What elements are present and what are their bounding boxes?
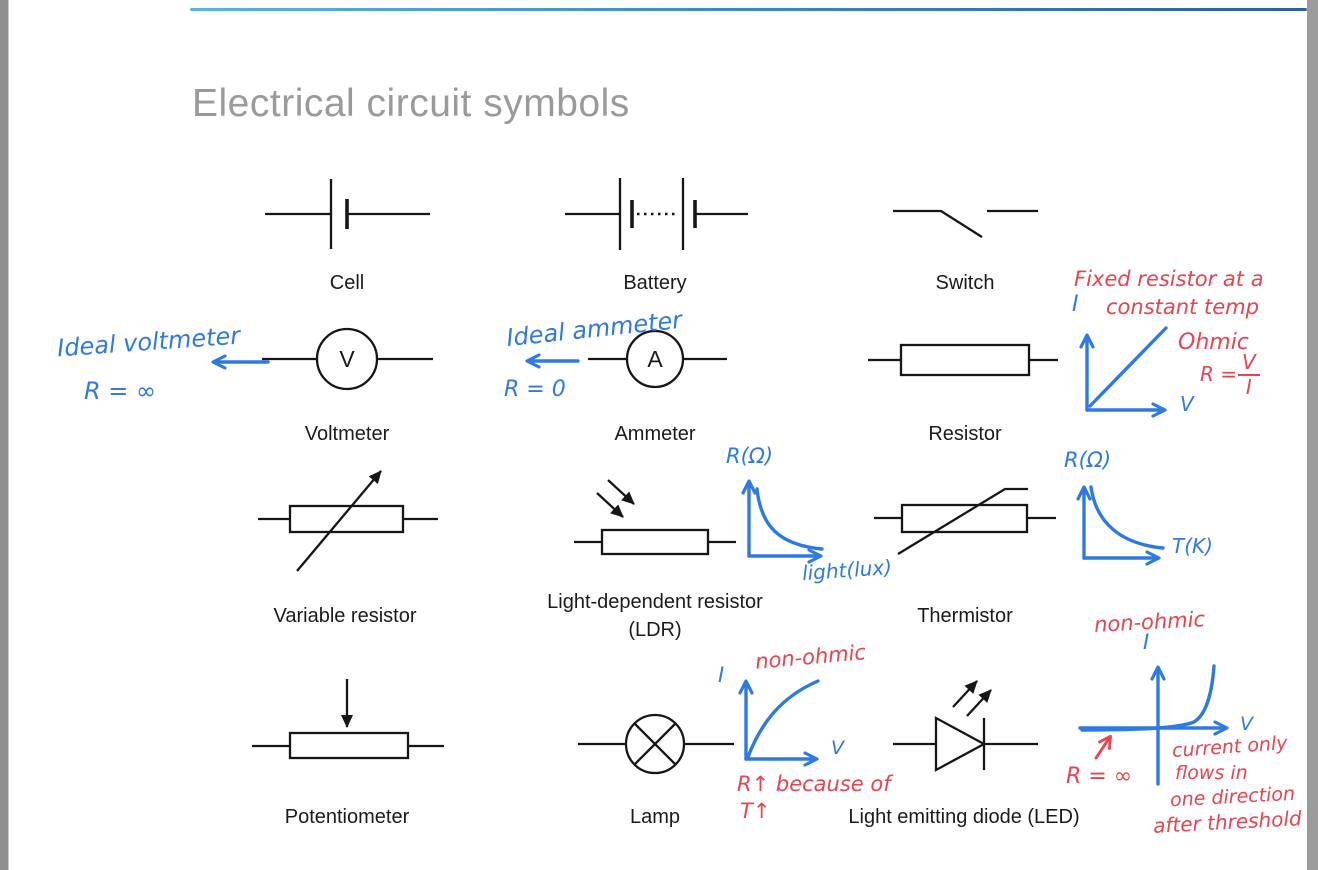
- led-graph-xlabel: V: [1240, 713, 1253, 735]
- left-window-edge: [0, 0, 9, 870]
- resistor-label: Resistor: [928, 423, 1002, 445]
- ohmic-formula-denominator: I: [1245, 375, 1252, 399]
- led-note-resistance: R = ∞: [1066, 764, 1133, 789]
- thermistor-graph-sketch: [1076, 485, 1165, 566]
- ldr-label: Light-dependent resistor: [547, 591, 763, 613]
- lamp-label: Lamp: [629, 806, 681, 828]
- thermistor-label: Thermistor: [917, 605, 1013, 627]
- switch-label: Switch: [935, 272, 995, 294]
- led-label: Light emitting diode (LED): [848, 806, 1080, 828]
- led-graph-ylabel: I: [1143, 630, 1150, 654]
- ohmic-graph-sketch: [1079, 326, 1168, 418]
- ohmic-formula-fraction: V I: [1238, 352, 1260, 398]
- voltmeter-letter: V: [339, 346, 355, 372]
- ohmic-note: Ohmic: [1178, 330, 1249, 355]
- ldr-symbol-icon: [574, 479, 736, 556]
- switch-symbol-icon: [893, 209, 1038, 238]
- ohmic-graph-xlabel: V: [1180, 392, 1194, 416]
- led-graph-sketch: [1078, 664, 1229, 786]
- ammeter-note-line2: R = 0: [504, 377, 566, 402]
- ohmic-note-title2: constant temp: [1106, 295, 1259, 319]
- slide-accent-line: [190, 8, 1307, 11]
- ohmic-note-title1: Fixed resistor at a: [1074, 267, 1264, 291]
- ohmic-graph-ylabel: I: [1072, 292, 1079, 317]
- lamp-symbol-icon: [578, 713, 734, 775]
- lamp-note-bottom1: R↑ because of: [737, 772, 891, 796]
- variable-resistor-label: Variable resistor: [273, 605, 417, 627]
- lamp-graph-ylabel: I: [718, 663, 725, 687]
- led-note-line2: flows in: [1175, 762, 1248, 784]
- ohmic-formula-numerator: V: [1238, 352, 1260, 376]
- led-symbol-icon: [893, 680, 1038, 772]
- voltmeter-note-line2: R = ∞: [84, 377, 157, 405]
- thermistor-graph-ylabel: R(Ω): [1064, 448, 1112, 472]
- led-note-arrow-icon: [1094, 734, 1112, 760]
- lamp-graph-sketch: [738, 679, 820, 767]
- thermistor-graph-xlabel: T(K): [1172, 534, 1213, 558]
- thermistor-symbol-icon: [874, 487, 1056, 555]
- ammeter-symbol-icon: [588, 329, 727, 389]
- battery-symbol-icon: [565, 178, 748, 250]
- lamp-note-bottom2: T↑: [740, 799, 771, 823]
- cell-symbol-icon: [265, 179, 430, 249]
- voltmeter-label: Voltmeter: [304, 423, 390, 445]
- page-title: Electrical circuit symbols: [192, 82, 630, 125]
- potentiometer-label: Potentiometer: [284, 806, 410, 828]
- ohmic-formula-lhs: R =: [1200, 362, 1238, 386]
- lamp-graph-xlabel: V: [831, 737, 844, 759]
- ammeter-label: Ammeter: [614, 423, 696, 445]
- variable-resistor-symbol-icon: [258, 470, 438, 572]
- voltmeter-symbol-icon: [262, 327, 433, 391]
- scrollbar[interactable]: [1307, 0, 1318, 870]
- ammeter-letter: A: [647, 346, 663, 372]
- ldr-graph-ylabel: R(Ω): [726, 444, 774, 468]
- potentiometer-symbol-icon: [252, 679, 444, 760]
- cell-label: Cell: [329, 272, 365, 294]
- ldr-graph-sketch: [741, 479, 824, 564]
- ldr-label-2: (LDR): [628, 619, 682, 641]
- resistor-symbol-icon: [868, 343, 1058, 377]
- battery-label: Battery: [623, 272, 687, 294]
